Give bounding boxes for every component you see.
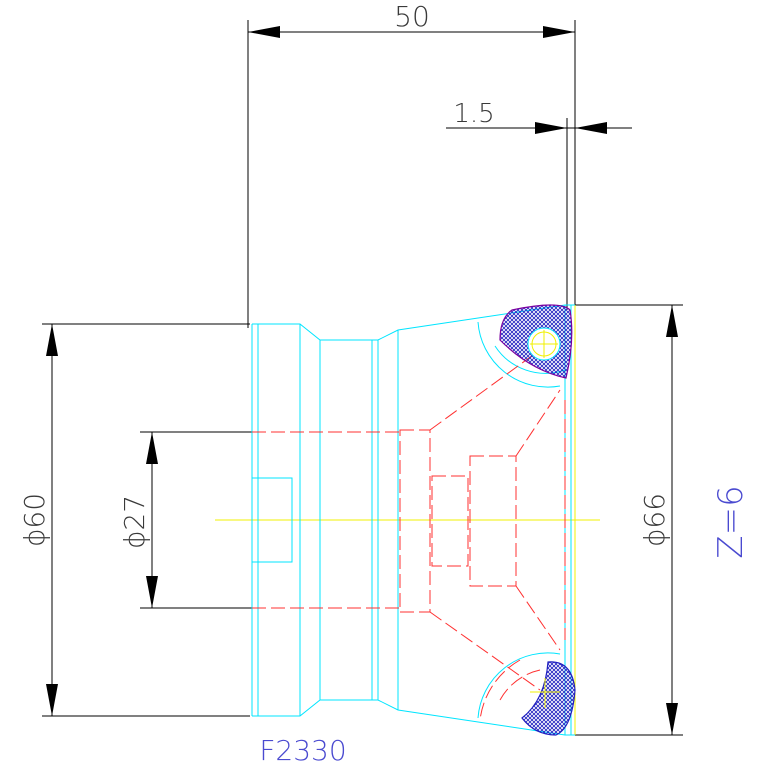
bottom-insert [521,661,576,736]
hidden-lines [252,349,566,721]
dim-offset: 1.5 [453,99,494,129]
dim-cutting-diameter: ϕ66 [638,493,671,547]
dim-overall-length: 50 [394,0,430,33]
centerline [215,305,600,735]
top-insert [499,304,573,379]
dim-outer-diameter: ϕ60 [18,493,51,547]
dim-bore-diameter: ϕ27 [118,495,151,549]
dimension-arrows [46,26,678,735]
teeth-count-label: Z=6 [711,485,751,558]
part-number-label: F2330 [259,734,346,767]
